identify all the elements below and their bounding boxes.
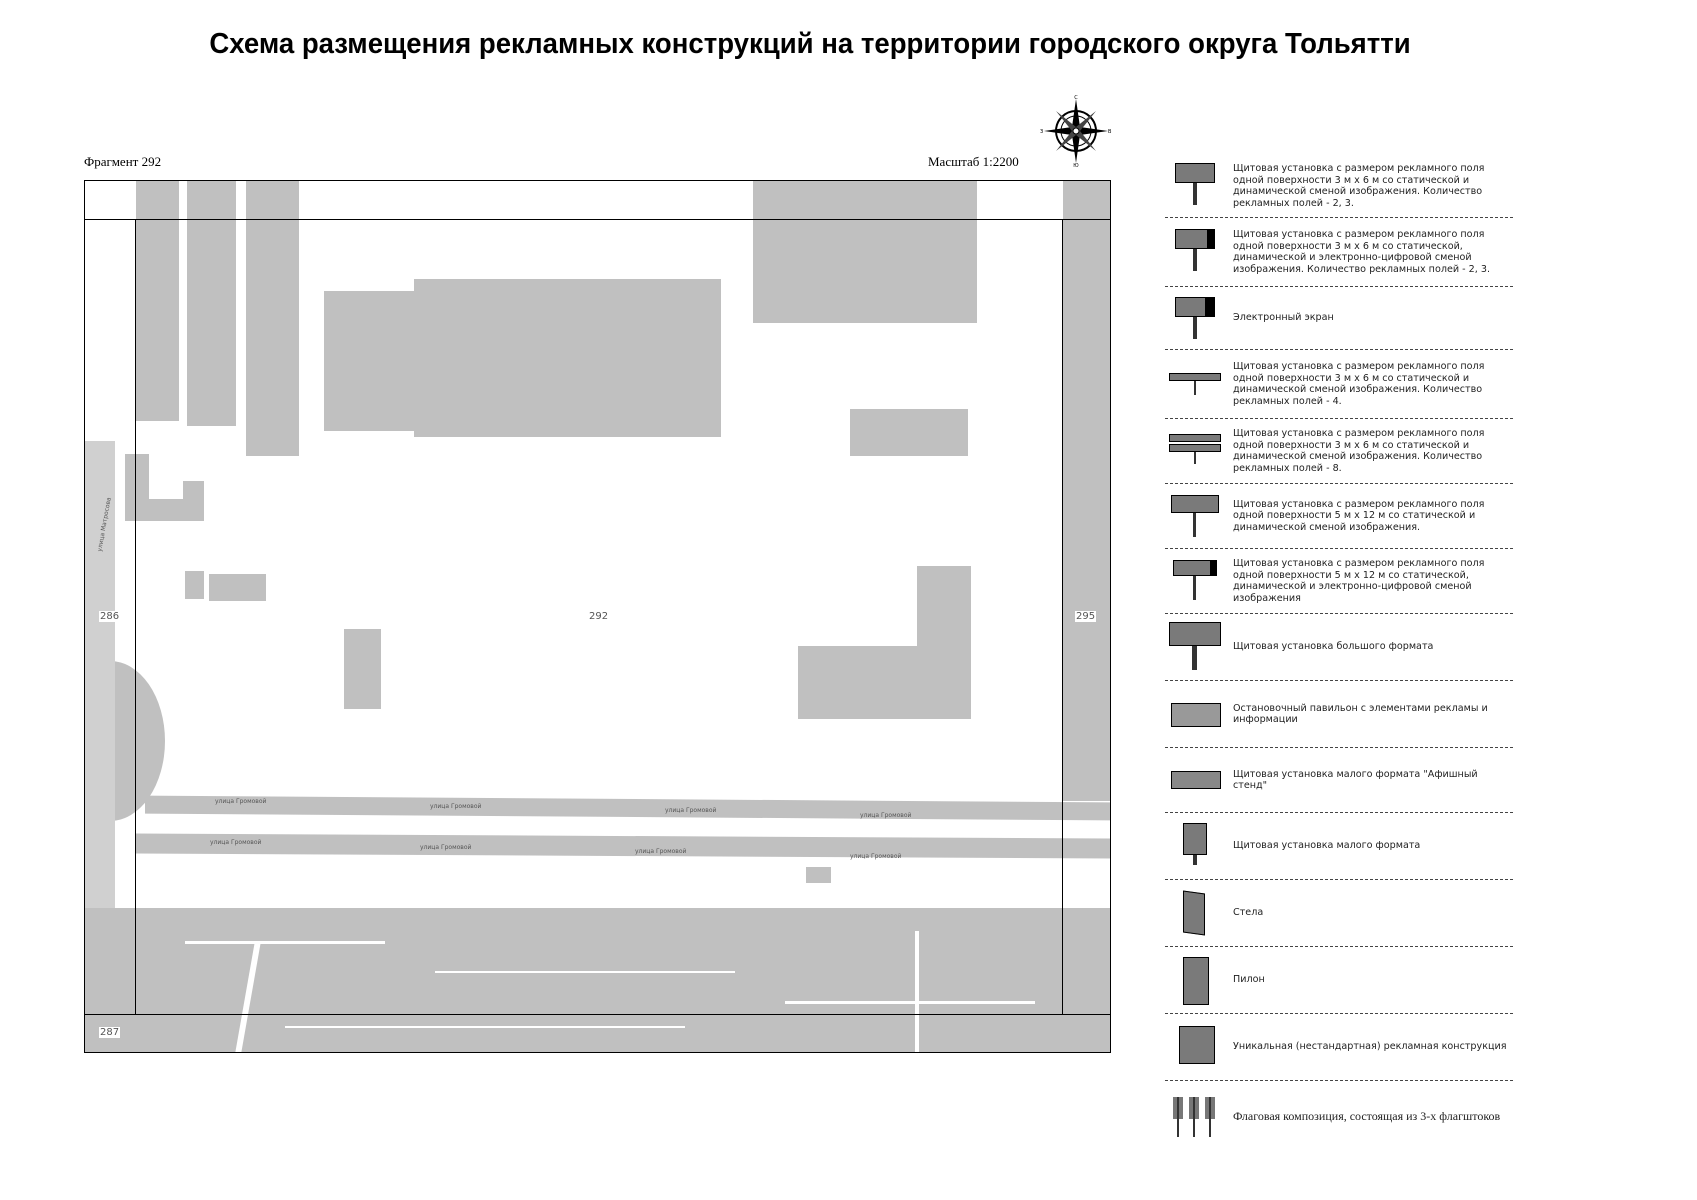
legend-item: Щитовая установка с размером рекламного … bbox=[1165, 484, 1513, 549]
legend-item-text: Электронный экран bbox=[1233, 312, 1334, 324]
legend-item: Щитовая установка с размером рекламного … bbox=[1165, 155, 1513, 218]
street-label: улица Громовой bbox=[635, 848, 687, 855]
fragment-label: Фрагмент 292 bbox=[84, 154, 162, 169]
legend-item: Флаговая композиция, состоящая из 3-х фл… bbox=[1165, 1081, 1513, 1151]
building bbox=[806, 867, 831, 883]
legend-item: Щитовая установка с размером рекламного … bbox=[1165, 549, 1513, 614]
road bbox=[145, 795, 1110, 821]
legend-item-text: Пилон bbox=[1233, 974, 1265, 986]
building bbox=[183, 481, 204, 511]
legend-item: Щитовая установка с размером рекламного … bbox=[1165, 350, 1513, 419]
legend-item: Щитовая установка малого формата "Афишны… bbox=[1165, 748, 1513, 813]
poster-stand-icon bbox=[1165, 755, 1225, 805]
building bbox=[187, 181, 236, 426]
building bbox=[753, 181, 977, 323]
legend-item-text: Уникальная (нестандартная) рекламная кон… bbox=[1233, 1041, 1507, 1053]
building bbox=[850, 409, 968, 456]
road bbox=[85, 908, 1110, 1052]
building bbox=[344, 629, 381, 709]
stele-icon bbox=[1165, 888, 1225, 938]
page-title: Схема размещения рекламных конструкций н… bbox=[209, 28, 1411, 60]
legend-item-text: Щитовая установка малого формата bbox=[1233, 840, 1421, 852]
legend-item: Щитовая установка большого формата bbox=[1165, 614, 1513, 681]
legend-item: Щитовая установка с размером рекламного … bbox=[1165, 419, 1513, 484]
legend-item: Остановочный павильон с элементами рекла… bbox=[1165, 681, 1513, 748]
large-billboard-icon bbox=[1165, 622, 1225, 672]
billboard-3x6-digital-icon bbox=[1165, 227, 1225, 277]
scale-label: Масштаб 1:2200 bbox=[928, 154, 1019, 169]
billboard-5x12-digital-icon bbox=[1165, 556, 1225, 606]
legend-item-text: Щитовая установка малого формата "Афишны… bbox=[1233, 768, 1478, 792]
small-billboard-icon bbox=[1165, 821, 1225, 871]
legend-item-text: Щитовая установка с размером рекламного … bbox=[1233, 229, 1491, 275]
street-label: улица Громовой bbox=[215, 798, 267, 805]
building bbox=[798, 646, 971, 719]
street-label: улица Громовой bbox=[665, 807, 717, 814]
legend-item-text: Стела bbox=[1233, 907, 1264, 919]
building bbox=[414, 279, 721, 437]
legend: Щитовая установка с размером рекламного … bbox=[1165, 155, 1513, 1151]
fragment-number-292: 292 bbox=[588, 611, 610, 622]
billboard-3x6-icon bbox=[1165, 161, 1225, 211]
legend-item-text: Щитовая установка с размером рекламного … bbox=[1233, 361, 1485, 407]
legend-item: Щитовая установка с размером рекламного … bbox=[1165, 218, 1513, 287]
compass-w: З bbox=[1040, 129, 1043, 135]
bus-stop-pavilion-icon bbox=[1165, 689, 1225, 739]
building bbox=[185, 571, 204, 599]
pylon-icon bbox=[1165, 955, 1225, 1005]
street-label: улица Громовой bbox=[420, 844, 472, 851]
flag-composition-icon bbox=[1165, 1091, 1225, 1141]
legend-item: Электронный экран bbox=[1165, 287, 1513, 350]
building bbox=[1063, 181, 1110, 801]
unique-structure-icon bbox=[1165, 1022, 1225, 1072]
fragment-number-286[interactable]: 286 bbox=[99, 611, 121, 622]
legend-item: Щитовая установка малого формата bbox=[1165, 813, 1513, 880]
legend-item-text: Щитовая установка большого формата bbox=[1233, 641, 1434, 653]
compass-s: Ю bbox=[1073, 163, 1079, 167]
street-label: улица Громовой bbox=[860, 812, 912, 819]
legend-item-text: Щитовая установка с размером рекламного … bbox=[1233, 428, 1485, 474]
building bbox=[246, 181, 299, 456]
billboard-4-fields-icon bbox=[1165, 359, 1225, 409]
compass-n: С bbox=[1074, 95, 1078, 101]
legend-item: Стела bbox=[1165, 880, 1513, 947]
legend-item-text: Щитовая установка с размером рекламного … bbox=[1233, 498, 1485, 533]
electronic-screen-icon bbox=[1165, 293, 1225, 343]
compass-rose-icon: С Ю З В bbox=[1040, 95, 1112, 167]
building bbox=[136, 181, 179, 421]
legend-item-text: Щитовая установка с размером рекламного … bbox=[1233, 558, 1485, 604]
compass-e: В bbox=[1108, 129, 1112, 135]
billboard-8-fields-icon bbox=[1165, 426, 1225, 476]
legend-item: Пилон bbox=[1165, 947, 1513, 1014]
legend-item: Уникальная (нестандартная) рекламная кон… bbox=[1165, 1014, 1513, 1081]
fragment-number-295[interactable]: 295 bbox=[1075, 611, 1097, 622]
street-label: улица Громовой bbox=[430, 803, 482, 810]
street-label: улица Громовой bbox=[850, 853, 902, 860]
building bbox=[324, 291, 414, 431]
road bbox=[135, 833, 1110, 859]
fragment-number-287[interactable]: 287 bbox=[99, 1027, 121, 1038]
legend-item-text: Остановочный павильон с элементами рекла… bbox=[1233, 702, 1488, 726]
legend-item-text: Флаговая композиция, состоящая из 3-х фл… bbox=[1233, 1109, 1501, 1123]
legend-item-text: Щитовая установка с размером рекламного … bbox=[1233, 163, 1485, 209]
street-label: улица Громовой bbox=[210, 839, 262, 846]
billboard-5x12-icon bbox=[1165, 491, 1225, 541]
building bbox=[209, 574, 266, 601]
map-fragment[interactable]: улица Громовой улица Громовой улица Гром… bbox=[84, 180, 1111, 1053]
